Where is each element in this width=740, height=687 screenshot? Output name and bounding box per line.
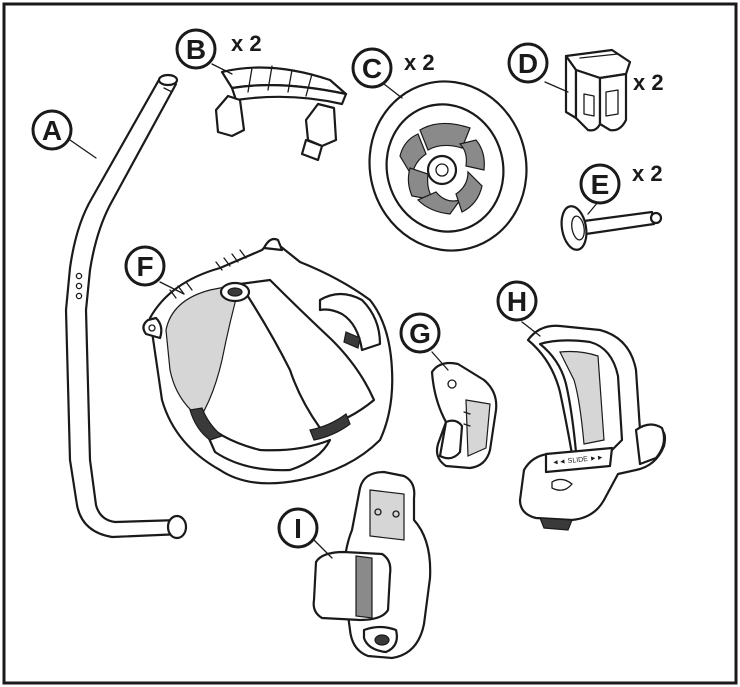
leader-d	[544, 81, 569, 93]
callout-d-letter: D	[518, 48, 538, 79]
part-d-bracket	[564, 48, 632, 132]
callout-g-letter: G	[409, 318, 431, 349]
part-f-body	[142, 237, 394, 485]
leader-f	[159, 281, 185, 295]
part-i-holder	[312, 470, 432, 660]
callout-b: B x 2	[175, 28, 262, 70]
callout-a-letter: A	[42, 115, 62, 146]
callout-c-circle	[351, 47, 393, 89]
leader-i	[313, 539, 333, 559]
leader-h	[521, 321, 541, 337]
callout-h-letter: H	[507, 286, 527, 317]
callout-i-letter: I	[294, 513, 302, 544]
callout-i: I	[277, 507, 319, 549]
leader-a	[69, 139, 97, 159]
part-g-clip	[430, 361, 498, 470]
callout-b-circle	[175, 28, 217, 70]
leader-g	[431, 351, 449, 371]
callout-f: F	[124, 245, 166, 287]
part-c-wheel	[368, 80, 528, 252]
callout-e: E x 2	[579, 161, 663, 205]
callout-c-letter: C	[362, 53, 382, 84]
callout-c-qty: x 2	[404, 50, 435, 75]
part-h-bracket	[518, 324, 667, 531]
callout-e-circle	[579, 163, 621, 205]
callout-h: H	[496, 280, 538, 322]
leader-b	[211, 63, 233, 75]
callout-d: D x 2	[507, 42, 664, 95]
callout-d-qty: x 2	[633, 70, 664, 95]
callout-b-letter: B	[186, 34, 206, 65]
callout-h-circle	[496, 280, 538, 322]
callout-g: G	[399, 312, 441, 354]
callout-b-qty: x 2	[231, 31, 262, 56]
callout-a: A	[31, 109, 73, 151]
callout-d-circle	[507, 42, 549, 84]
callout-e-qty: x 2	[632, 161, 663, 186]
part-e-axle	[560, 205, 663, 251]
callout-e-letter: E	[591, 169, 610, 200]
callout-f-circle	[124, 245, 166, 287]
leader-c	[383, 83, 403, 99]
callout-a-circle	[31, 109, 73, 151]
part-b-clip	[214, 65, 348, 162]
callout-g-circle	[399, 312, 441, 354]
part-a-handle	[64, 73, 188, 540]
callout-c: C x 2	[351, 47, 435, 89]
callout-i-circle	[277, 507, 319, 549]
callout-f-letter: F	[136, 251, 153, 282]
